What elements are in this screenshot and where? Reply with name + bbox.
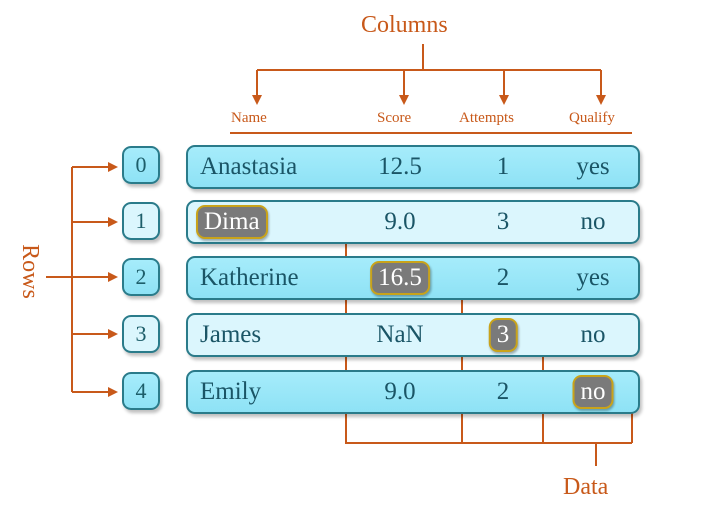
row-index-2: 2	[122, 258, 160, 296]
cell-attempts: 3	[496, 208, 510, 235]
cell-score: NaN	[376, 321, 424, 348]
cell-attempts: 1	[496, 153, 510, 180]
cell-score: 12.5	[378, 153, 422, 180]
data-row-4: Emily 9.0 2 no	[186, 370, 640, 414]
cell-name: Emily	[200, 378, 262, 405]
cell-qualify: no	[580, 208, 606, 235]
cell-qualify: yes	[576, 153, 610, 180]
cell-score: 9.0	[384, 378, 416, 405]
cell-qualify: yes	[576, 264, 610, 291]
cell-qualify-highlighted: no	[572, 375, 614, 409]
cell-attempts: 2	[496, 378, 510, 405]
cell-attempts: 2	[496, 264, 510, 291]
cell-name-highlighted: Dima	[196, 205, 268, 239]
column-header-qualify: Qualify	[569, 110, 615, 126]
data-row-0: Anastasia 12.5 1 yes	[186, 145, 640, 189]
cell-name: Anastasia	[200, 153, 298, 180]
columns-title: Columns	[361, 12, 448, 38]
row-index-3: 3	[122, 315, 160, 353]
cell-name: James	[200, 321, 262, 348]
column-header-name: Name	[231, 110, 267, 126]
row-index-4: 4	[122, 372, 160, 410]
cell-name: Katherine	[200, 264, 299, 291]
row-index-1: 1	[122, 202, 160, 240]
column-header-attempts: Attempts	[459, 110, 514, 126]
data-title: Data	[563, 474, 609, 500]
data-row-2: Katherine 16.5 2 yes	[186, 256, 640, 300]
row-index-0: 0	[122, 146, 160, 184]
cell-qualify: no	[580, 321, 606, 348]
data-row-1: Dima 9.0 3 no	[186, 200, 640, 244]
data-row-3: James NaN 3 no	[186, 313, 640, 357]
column-header-score: Score	[377, 110, 412, 126]
cell-score-highlighted: 16.5	[370, 261, 430, 295]
rows-title: Rows	[16, 244, 43, 299]
cell-attempts-highlighted: 3	[488, 318, 518, 352]
cell-score: 9.0	[384, 208, 416, 235]
